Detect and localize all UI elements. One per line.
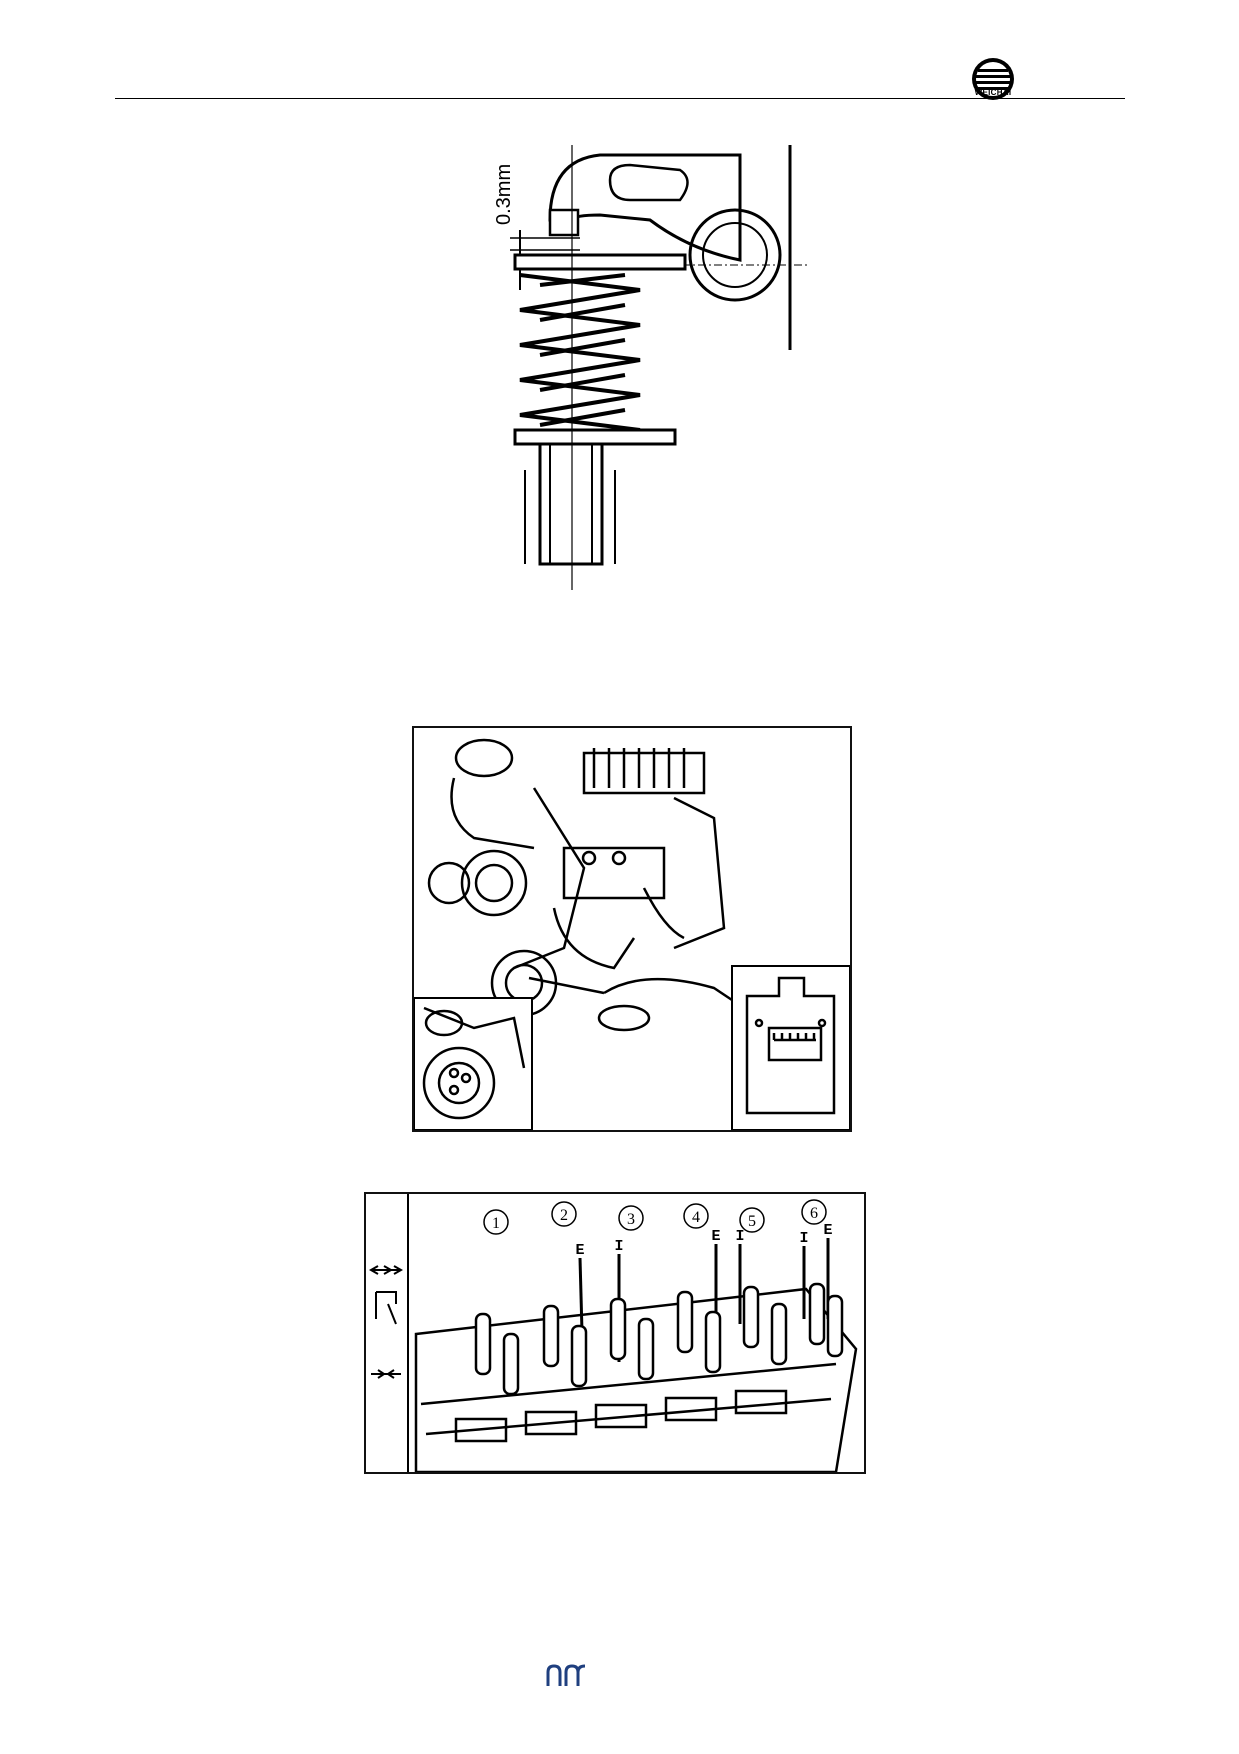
cylinder-number-6: 6 — [810, 1205, 818, 1222]
side-tool-icons — [368, 1265, 404, 1379]
weichai-logo-icon — [972, 58, 1014, 100]
cylinder-number-5: 5 — [748, 1213, 756, 1230]
valve-label-e-1: E — [575, 1242, 584, 1259]
valve-label-i-2: I — [735, 1228, 744, 1245]
header-rule — [115, 98, 1125, 99]
cylinder-number-3: 3 — [627, 1211, 635, 1228]
clearance-dimension-label: 0.3mm — [493, 164, 515, 225]
engine-flywheel-figure — [412, 726, 852, 1132]
cylinder-head-illustration: 1 2 3 4 5 6 E I E I I E — [368, 1194, 858, 1474]
valve-label-e-3: E — [823, 1222, 832, 1239]
engine-illustration — [413, 738, 851, 1131]
brand-text: WEICHAI — [974, 88, 1012, 97]
valve-label-i-1: I — [614, 1238, 623, 1255]
valve-label-e-2: E — [711, 1228, 720, 1245]
valve-label-i-3: I — [799, 1230, 808, 1247]
cylinder-head-figure: 1 2 3 4 5 6 E I E I I E — [364, 1192, 866, 1474]
cylinder-number-2: 2 — [560, 1207, 568, 1224]
cylinder-number-1: 1 — [492, 1215, 500, 1232]
cylinder-number-4: 4 — [692, 1209, 700, 1226]
valve-clearance-diagram: 0.3mm — [480, 140, 820, 600]
footer-logo-icon — [546, 1664, 586, 1686]
